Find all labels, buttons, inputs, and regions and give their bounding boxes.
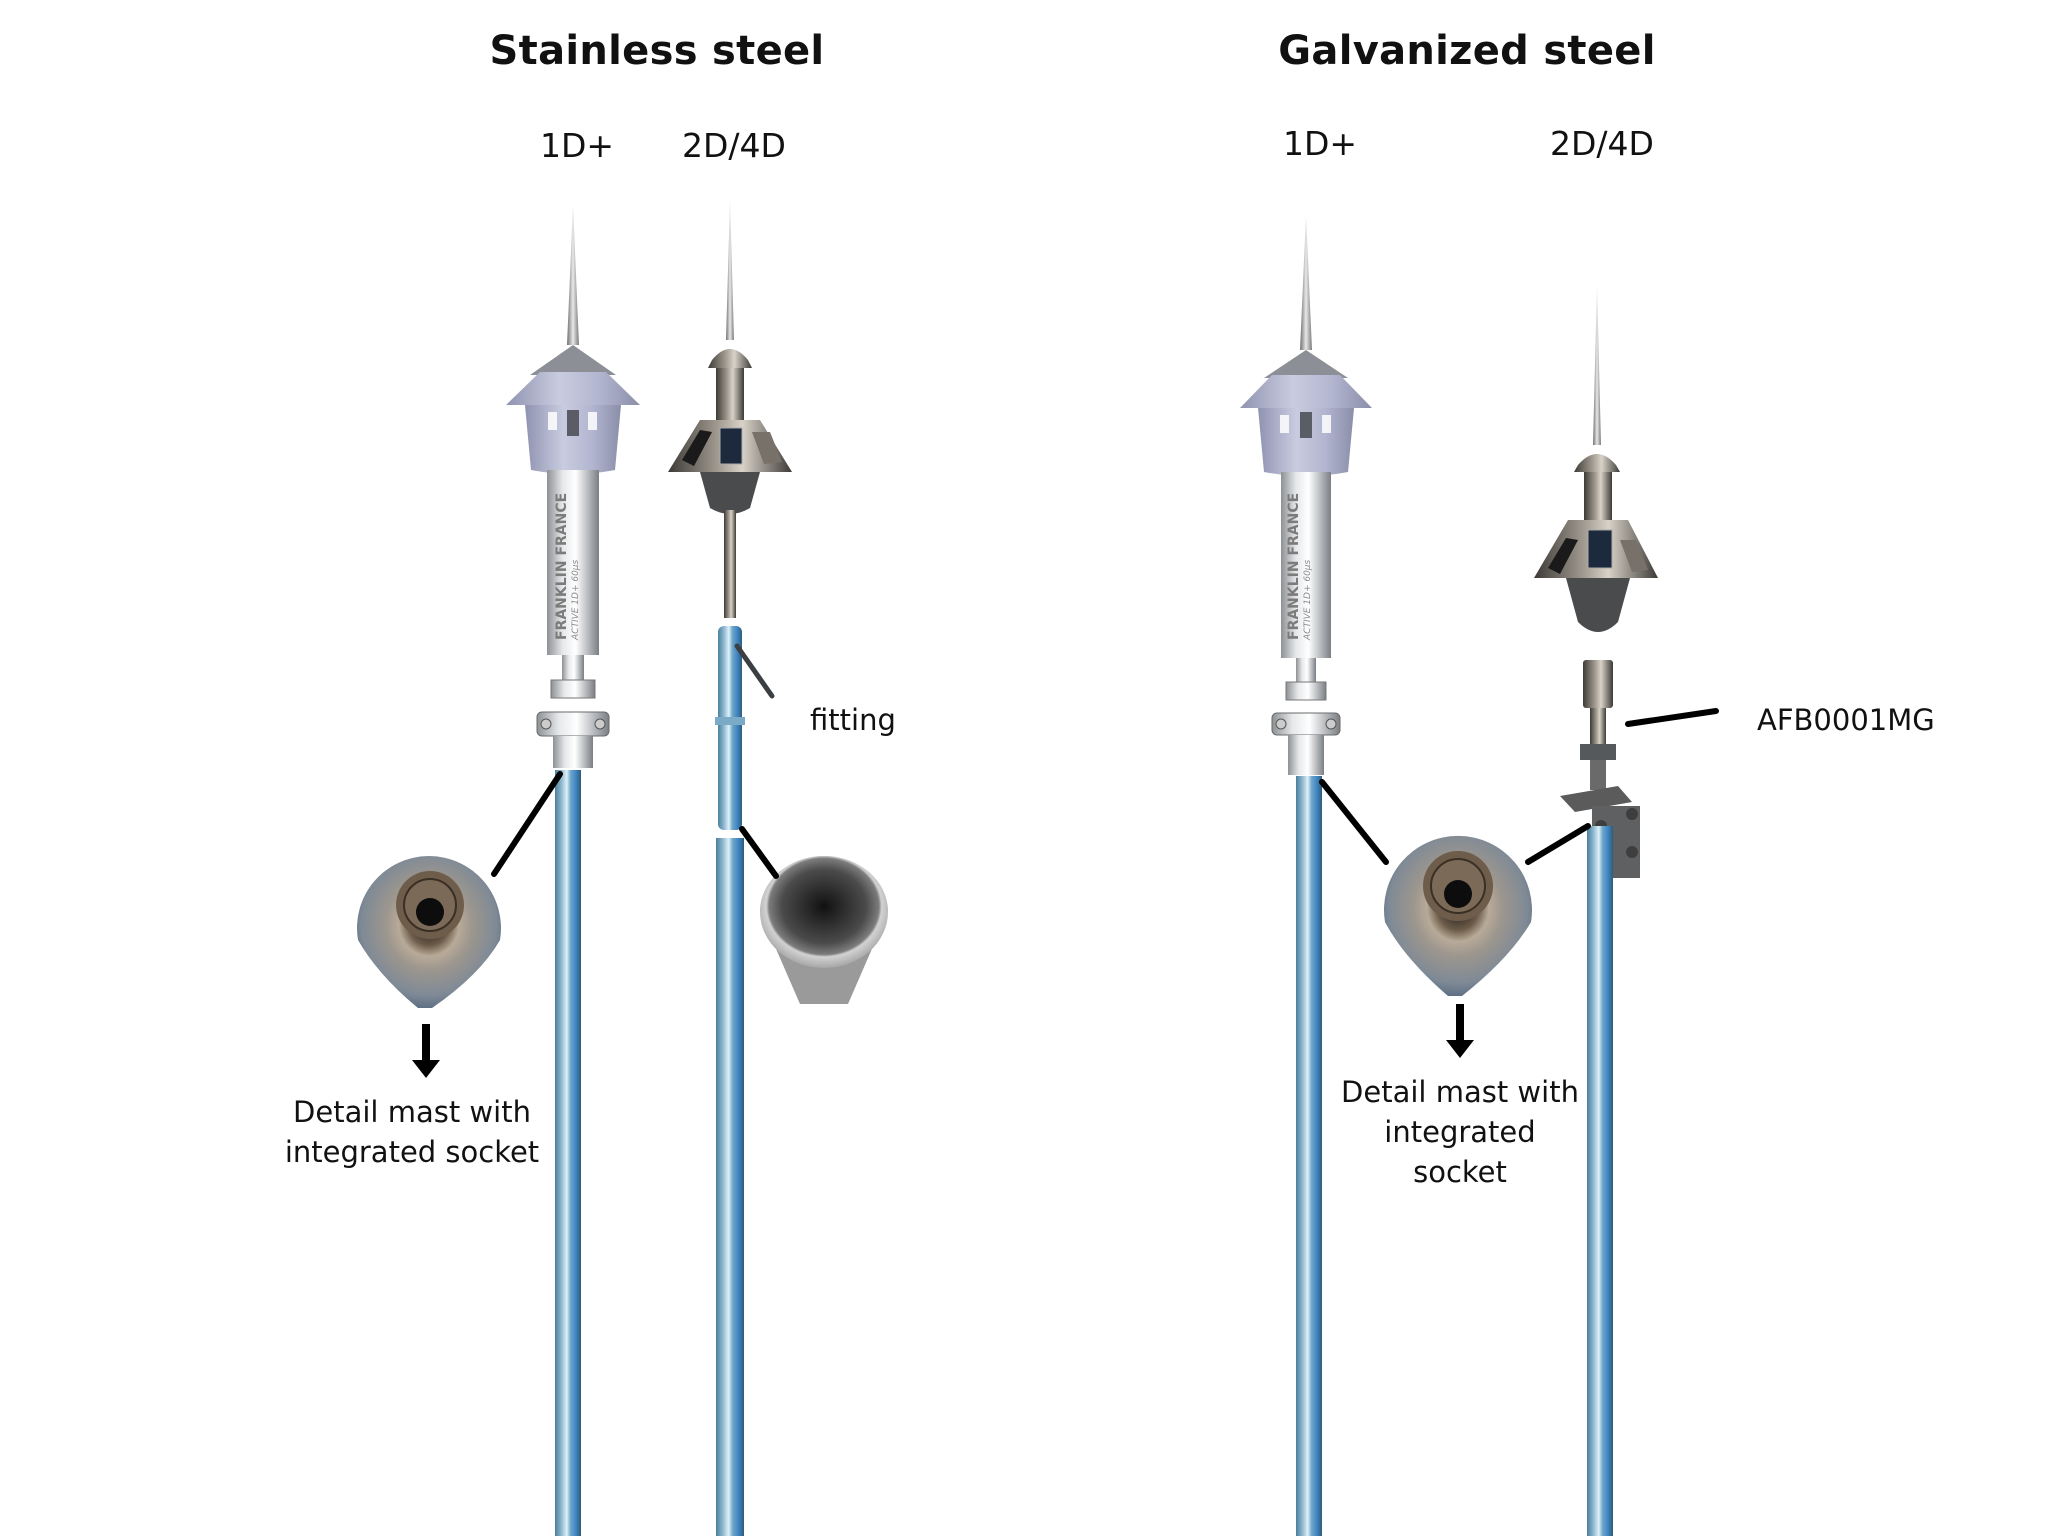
bracket-bolt	[1626, 808, 1638, 820]
leader-line-socket-stainless	[491, 771, 563, 877]
solar-panel-side	[682, 430, 712, 466]
solar-panel	[1587, 529, 1613, 569]
adapter-sleeve	[553, 736, 593, 768]
variant-label-stainless-2d4d: 2D/4D	[682, 126, 786, 165]
model-engraving: ACTIVE 1D+ 60µs	[1303, 559, 1313, 641]
leader-line-fitting	[734, 643, 775, 699]
tube-detail-stainless	[760, 856, 888, 1004]
spike	[1300, 215, 1312, 350]
callout-line: integrated	[1384, 1115, 1536, 1149]
fitting-collar	[715, 717, 745, 725]
cap-cone	[530, 345, 616, 375]
brand-engraving: FRANKLIN FRANCE	[1286, 493, 1302, 640]
stainless-2d4d-assembly	[668, 200, 792, 1536]
hex-nut	[1285, 681, 1327, 701]
socket-detail-stainless	[357, 856, 501, 1008]
mast	[1296, 776, 1322, 1536]
lower-body	[700, 472, 760, 514]
mast	[716, 838, 744, 1536]
galvanized-2d4d-assembly	[1534, 285, 1658, 1536]
stainless-1d-assembly: FRANKLIN FRANCE ACTIVE 1D+ 60µs	[506, 205, 640, 1536]
arrow-down-icon	[412, 1024, 440, 1078]
section-title-stainless: Stainless steel	[489, 28, 825, 74]
vent-slot	[1280, 415, 1289, 433]
lower-body	[1566, 578, 1630, 632]
vent-slot	[1322, 415, 1331, 433]
callout-afb0001mg: AFB0001MG	[1757, 703, 1935, 737]
mast	[555, 770, 581, 1536]
neck-cylinder	[716, 368, 744, 420]
neck	[562, 655, 584, 683]
hex-nut	[1580, 744, 1616, 760]
leader-line-afb	[1625, 708, 1719, 727]
brand-engraving: FRANKLIN FRANCE	[554, 493, 570, 640]
variant-label-galvanized-2d4d: 2D/4D	[1550, 124, 1654, 163]
clamp-bolt	[1275, 718, 1287, 730]
section-title-galvanized: Galvanized steel	[1278, 28, 1656, 74]
socket-detail-galvanized	[1384, 835, 1532, 996]
variant-label-stainless-1d: 1D+	[540, 126, 615, 165]
callout-line: Detail mast with	[293, 1095, 531, 1129]
vent-center	[1300, 412, 1312, 438]
leader-line-socket-galvanized-right	[1525, 823, 1591, 865]
variant-label-galvanized-1d: 1D+	[1283, 124, 1358, 163]
cap-cone	[1264, 350, 1348, 378]
solar-panel-side	[1620, 540, 1648, 572]
fitting-tube	[718, 626, 742, 830]
spike	[1593, 285, 1601, 445]
vent-slot	[588, 412, 597, 430]
cap-skirt	[1240, 375, 1372, 408]
galvanized-1d-assembly: FRANKLIN FRANCE ACTIVE 1D+ 60µs	[1240, 215, 1372, 1536]
leader-line-tube-stainless	[739, 826, 779, 879]
neck-cylinder	[1584, 472, 1612, 520]
spike	[567, 205, 579, 345]
bracket-plate	[1560, 786, 1632, 812]
neck	[1296, 658, 1316, 684]
hex-nut	[550, 679, 596, 699]
model-engraving: ACTIVE 1D+ 60µs	[571, 559, 581, 641]
solar-panel-side	[752, 432, 782, 464]
clamp-bolt	[1325, 718, 1337, 730]
dome-top	[708, 349, 752, 368]
clamp-bolt	[594, 718, 606, 730]
solar-panel-side	[1548, 538, 1578, 574]
callout-line: integrated socket	[284, 1135, 540, 1169]
dome-top	[1574, 454, 1620, 472]
bracket-bolt	[1626, 846, 1638, 858]
callout-socket-galvanized: Detail mast with integrated socket	[1341, 1072, 1579, 1192]
adapter-sleeve	[1288, 735, 1324, 775]
solar-panel	[719, 427, 743, 465]
leader-line-socket-galvanized-left	[1319, 779, 1389, 865]
cap-skirt	[506, 372, 640, 405]
callout-socket-stainless: Detail mast with integrated socket	[285, 1092, 539, 1172]
vent-slot	[548, 412, 557, 430]
mast	[1587, 826, 1613, 1536]
callout-fitting: fitting	[810, 703, 896, 737]
spike	[726, 200, 734, 340]
vent-center	[567, 410, 579, 436]
body-cylinder	[1281, 472, 1331, 658]
stem	[724, 510, 736, 618]
clamp-bolt	[540, 718, 552, 730]
callout-line: socket	[1413, 1155, 1507, 1189]
arrow-down-icon	[1446, 1004, 1474, 1058]
threaded-rod	[1590, 760, 1606, 790]
body-cylinder	[547, 470, 599, 655]
callout-line: Detail mast with	[1341, 1075, 1579, 1109]
threaded-fitting	[1583, 660, 1613, 708]
